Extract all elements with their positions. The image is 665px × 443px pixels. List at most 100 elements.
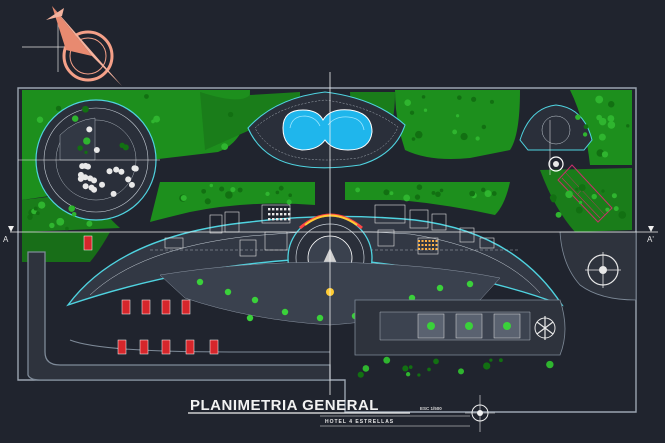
tree-symbol <box>288 193 292 198</box>
parking-car <box>141 299 151 315</box>
furniture <box>425 244 427 246</box>
tree-symbol <box>357 371 364 378</box>
furniture <box>268 208 271 211</box>
furniture <box>421 244 424 246</box>
furniture <box>418 240 420 242</box>
tree-symbol <box>575 114 581 120</box>
parking-car <box>161 339 171 355</box>
room-block <box>459 227 475 243</box>
tree-symbol <box>471 96 477 102</box>
tree-symbol <box>286 199 292 205</box>
tree-symbol <box>489 358 493 362</box>
furniture <box>288 218 291 221</box>
tree-symbol <box>278 185 284 191</box>
tree-symbol <box>458 368 465 375</box>
tree-symbol <box>601 151 609 158</box>
furniture <box>421 248 424 250</box>
tree-symbol <box>383 356 391 364</box>
tree-symbol <box>414 194 421 200</box>
tree-symbol <box>491 191 497 196</box>
dining-table <box>128 181 135 188</box>
tree-symbol <box>607 121 616 129</box>
tree-symbol <box>389 191 394 196</box>
dining-table <box>93 147 100 154</box>
furniture <box>432 248 434 250</box>
parking-car <box>185 339 195 355</box>
palm-tree <box>196 278 204 286</box>
tree-symbol <box>475 136 480 141</box>
furniture <box>288 213 291 216</box>
tree-symbol <box>415 130 423 139</box>
tree-symbol <box>423 108 428 112</box>
dining-table <box>82 174 89 181</box>
furniture <box>284 218 287 221</box>
drawing-subtitle: HOTEL 4 ESTRELLAS <box>325 419 394 425</box>
furniture <box>425 248 427 250</box>
tree-symbol <box>153 115 161 123</box>
tree-symbol <box>549 194 557 202</box>
tree-symbol <box>605 207 610 212</box>
tree-symbol <box>77 145 83 151</box>
furniture <box>276 218 279 221</box>
tree-symbol <box>71 211 77 217</box>
site-boundary <box>17 87 637 413</box>
tree-symbol <box>578 184 586 192</box>
tree-symbol <box>555 211 562 218</box>
tree-symbol <box>180 195 187 202</box>
tree-symbol <box>362 365 370 372</box>
north-arrow-icon <box>22 6 122 86</box>
tree-symbol <box>219 186 225 192</box>
room-block <box>164 237 184 249</box>
planter <box>465 322 473 330</box>
tree-symbol <box>611 193 617 199</box>
dining-table <box>106 168 113 175</box>
room-block <box>239 239 257 257</box>
tree-symbol <box>613 206 619 212</box>
tree-symbol <box>68 205 75 212</box>
palm-tree <box>246 314 254 322</box>
furniture <box>425 240 427 242</box>
dining-table <box>125 176 132 183</box>
furniture <box>421 240 424 242</box>
palm-tree <box>281 308 289 316</box>
parking-car <box>117 339 127 355</box>
tree-symbol <box>83 137 91 145</box>
furniture <box>276 208 279 211</box>
tree-symbol <box>417 373 421 377</box>
room-block <box>209 214 223 234</box>
furniture <box>428 244 431 246</box>
drawing-title: PLANIMETRIA GENERAL <box>190 397 379 414</box>
tree-symbol <box>439 188 444 193</box>
tree-symbol <box>227 111 234 118</box>
tree-symbol <box>481 187 486 193</box>
furniture <box>284 213 287 216</box>
tree-symbol <box>481 124 487 130</box>
tree-symbol <box>204 198 211 205</box>
tree-symbol <box>469 190 476 197</box>
roundabout <box>559 231 637 301</box>
palm-tree <box>408 294 416 302</box>
palm-tree <box>466 280 474 288</box>
furniture <box>418 244 420 246</box>
tree-symbol <box>38 201 46 209</box>
tree-symbol <box>27 214 33 220</box>
palm-tree <box>251 296 259 304</box>
compass-icon <box>465 395 495 432</box>
tree-symbol <box>421 95 426 99</box>
tree-symbol <box>355 187 361 193</box>
parking-car <box>161 299 171 315</box>
furniture <box>432 244 434 246</box>
tree-symbol <box>404 99 411 107</box>
tree-symbol <box>122 144 129 151</box>
tree-symbol <box>275 190 280 195</box>
dining-table <box>99 181 106 188</box>
tree-symbol <box>452 129 458 135</box>
dining-table <box>91 186 98 193</box>
tree-symbol <box>608 101 615 108</box>
tree-symbol <box>151 119 155 124</box>
furniture <box>280 208 283 211</box>
title-block: PLANIMETRIA GENERAL HOTEL 4 ESTRELLAS ES… <box>188 395 495 432</box>
tree-symbol <box>607 115 615 122</box>
tree-symbol <box>201 188 207 194</box>
tree-symbol <box>578 200 583 205</box>
